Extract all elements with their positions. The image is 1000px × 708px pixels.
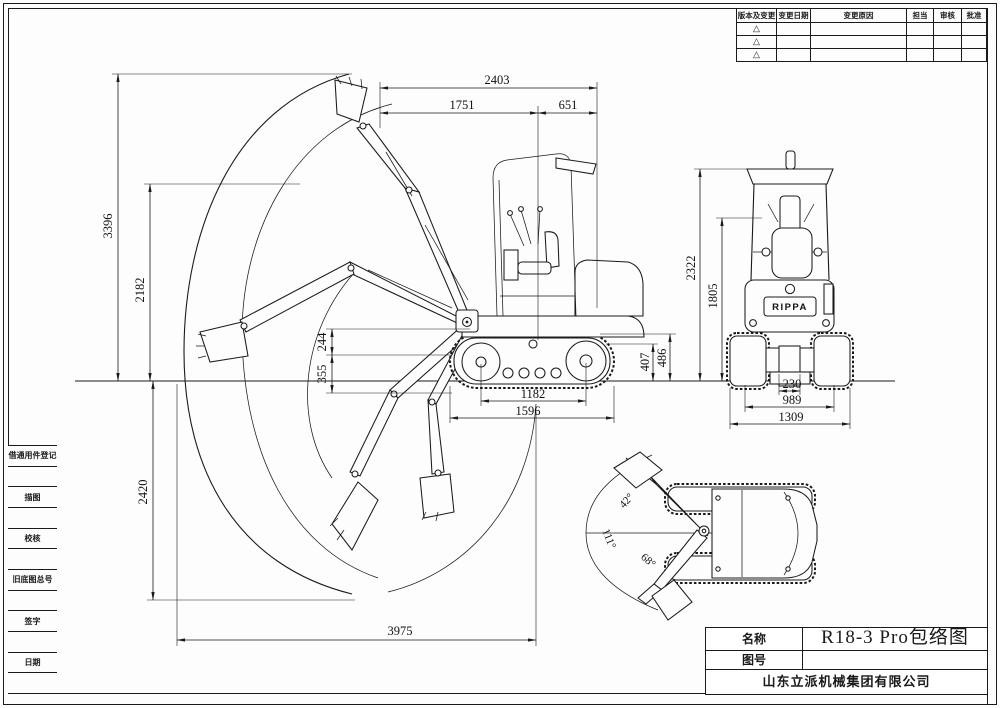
excavator-rear-view: RIPPA bbox=[726, 150, 854, 390]
rev-cell bbox=[934, 35, 962, 48]
dim-2420: 2420 bbox=[136, 480, 150, 505]
angle-42: 42° bbox=[617, 491, 636, 510]
rev-cell bbox=[811, 35, 907, 48]
rev-cell bbox=[962, 22, 987, 35]
rev-header-owner: 担当 bbox=[907, 8, 934, 22]
rev-header-date: 变更日期 bbox=[777, 8, 811, 22]
sidebar-label-tracing: 描图 bbox=[8, 487, 57, 509]
dim-989: 989 bbox=[783, 393, 802, 407]
revision-mark-icon: △ bbox=[737, 35, 777, 48]
rev-cell bbox=[811, 22, 907, 35]
ghost-arm-positions bbox=[196, 75, 475, 551]
sidebar-empty-cell bbox=[8, 549, 57, 571]
rev-cell bbox=[777, 35, 811, 48]
dim-651: 651 bbox=[559, 98, 578, 112]
sidebar-empty-cell bbox=[8, 673, 57, 693]
title-block: 名称 R18-3 Pro包络图 图号 山东立派机械集团有限公司 bbox=[705, 627, 988, 695]
rev-header-version: 版本及变更 bbox=[737, 8, 777, 22]
rev-cell bbox=[907, 22, 934, 35]
sidebar-label-reuse-record: 借通用件登记 bbox=[8, 446, 57, 467]
dimension-lines bbox=[112, 73, 851, 646]
revision-table: 版本及变更 变更日期 变更原因 担当 审核 批准 △ △ △ bbox=[736, 8, 987, 62]
rev-header-reason: 变更原因 bbox=[811, 8, 907, 22]
dim-407: 407 bbox=[638, 353, 652, 372]
revision-mark-icon: △ bbox=[737, 48, 777, 61]
dim-1751: 1751 bbox=[450, 98, 475, 112]
sidebar-empty-cell bbox=[8, 467, 57, 488]
title-name-label: 名称 bbox=[706, 628, 803, 651]
title-drawing-no-value bbox=[803, 651, 987, 670]
rev-cell bbox=[907, 48, 934, 61]
sidebar-empty-cell bbox=[8, 508, 57, 529]
rev-cell bbox=[962, 48, 987, 61]
bottom-margin-strip bbox=[8, 693, 986, 704]
dim-2403: 2403 bbox=[485, 73, 510, 87]
dim-2322: 2322 bbox=[684, 256, 698, 281]
drawing-margin-block: 借通用件登记 描图 校核 旧底图总号 签字 日期 bbox=[8, 445, 57, 694]
dim-3975: 3975 bbox=[388, 624, 413, 638]
rev-cell bbox=[934, 22, 962, 35]
sidebar-empty-cell bbox=[8, 632, 57, 653]
dim-1805: 1805 bbox=[706, 284, 720, 309]
dim-3396: 3396 bbox=[101, 214, 115, 239]
excavator-side-view bbox=[449, 153, 645, 389]
rev-cell bbox=[934, 48, 962, 61]
rev-cell bbox=[777, 22, 811, 35]
angle-68: 68° bbox=[638, 551, 657, 570]
dim-1596: 1596 bbox=[516, 404, 541, 418]
title-drawing-no-label: 图号 bbox=[706, 651, 803, 670]
sidebar-label-check: 校核 bbox=[8, 529, 57, 550]
rev-cell bbox=[907, 35, 934, 48]
sidebar-label-old-drawing-no: 旧底图总号 bbox=[8, 570, 57, 591]
dim-1182: 1182 bbox=[521, 387, 546, 401]
rev-header-approve: 批准 bbox=[962, 8, 987, 22]
drawing-title: R18-3 Pro包络图 bbox=[803, 624, 987, 651]
brand-logo: RIPPA bbox=[772, 302, 808, 313]
sidebar-label-signature: 签字 bbox=[8, 611, 57, 633]
sidebar-label-date: 日期 bbox=[8, 653, 57, 674]
sheet-inner-border bbox=[8, 8, 988, 705]
company-name: 山东立派机械集团有限公司 bbox=[762, 674, 931, 689]
dim-486: 486 bbox=[655, 349, 669, 368]
excavator-plan-view bbox=[585, 451, 818, 621]
revision-mark-icon: △ bbox=[737, 22, 777, 35]
dim-1309: 1309 bbox=[779, 410, 804, 424]
angle-111: 111° bbox=[599, 527, 618, 550]
dim-230: 230 bbox=[783, 377, 802, 391]
rev-cell bbox=[962, 35, 987, 48]
rev-cell bbox=[777, 48, 811, 61]
rev-header-review: 审核 bbox=[934, 8, 962, 22]
dim-2182: 2182 bbox=[133, 278, 147, 303]
sidebar-empty-cell bbox=[8, 591, 57, 612]
dim-244: 244 bbox=[315, 332, 329, 352]
dim-355: 355 bbox=[315, 365, 329, 384]
rev-cell bbox=[811, 48, 907, 61]
